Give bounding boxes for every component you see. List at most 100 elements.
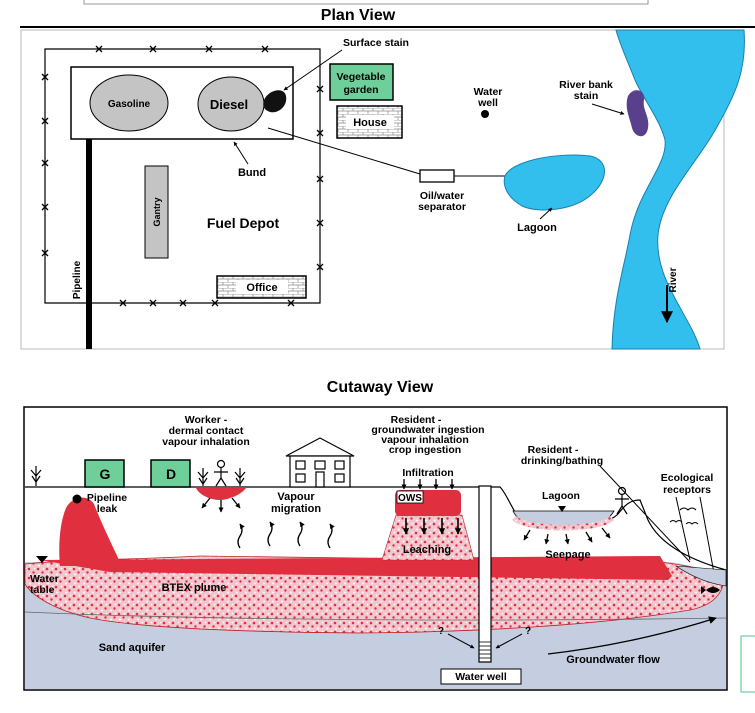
river-bank-stain-label-2: stain bbox=[574, 90, 599, 102]
gantry-label: Gantry bbox=[152, 197, 162, 226]
ows-label: OWS bbox=[398, 493, 422, 504]
resident-drinking-label-1: Resident - bbox=[528, 444, 579, 456]
river-label: River bbox=[668, 267, 679, 292]
well-question-right: ? bbox=[525, 626, 531, 637]
pipeline-leak-plume bbox=[59, 497, 122, 566]
gantry bbox=[144, 165, 169, 259]
surface-spill bbox=[196, 488, 246, 500]
groundwater-flow-arrow bbox=[547, 616, 717, 655]
lagoon-label-cut: Lagoon bbox=[542, 490, 580, 502]
house-icon bbox=[285, 437, 355, 488]
water-table-label-1: Water bbox=[30, 573, 59, 585]
water-well-label-2: well bbox=[477, 97, 498, 109]
worker-label-2: dermal contact bbox=[169, 425, 244, 437]
river-bank-stain-label-1: River bank bbox=[559, 79, 613, 91]
water-well-label-1: Water bbox=[474, 86, 503, 98]
water-well-label: Water well bbox=[455, 671, 507, 683]
resident-drinking-label-2: drinking/bathing bbox=[521, 455, 603, 467]
separator-label-1: Oil/water bbox=[420, 190, 464, 202]
resident-groundwater-label-3: vapour inhalation bbox=[381, 434, 469, 446]
lagoon-arrow bbox=[539, 207, 553, 220]
vegetable-garden-label-2: garden bbox=[343, 84, 378, 96]
seepage-label: Seepage bbox=[545, 549, 590, 561]
ground-surface bbox=[25, 486, 727, 571]
ows-label-bg bbox=[396, 490, 424, 504]
infiltration-label: Infiltration bbox=[402, 467, 453, 479]
depot-fence bbox=[44, 48, 321, 304]
leaching-label: Leaching bbox=[403, 544, 451, 556]
lagoon-label: Lagoon bbox=[517, 222, 557, 234]
resident-groundwater-label-1: Resident - bbox=[391, 414, 442, 426]
ecological-pointer-2 bbox=[675, 496, 691, 561]
pipeline-label: Pipeline bbox=[72, 260, 83, 299]
fuel-depot-label: Fuel Depot bbox=[207, 215, 280, 231]
surface-stain-label: Surface stain bbox=[343, 37, 409, 49]
surface-stain-arrow bbox=[283, 49, 343, 91]
bund-label: Bund bbox=[238, 167, 266, 179]
btex-plume-label: BTEX plume bbox=[162, 582, 227, 594]
pipeline-leak-label-1: Pipeline bbox=[87, 492, 127, 504]
ecological-label-2: receptors bbox=[663, 484, 711, 496]
fence-posts bbox=[41, 45, 324, 307]
cutaway-title: Cutaway View bbox=[327, 379, 434, 396]
tank-d-label: D bbox=[166, 466, 176, 482]
infiltration-arrows bbox=[401, 479, 455, 490]
office-label-bg bbox=[236, 280, 288, 294]
vegetable-garden-label-1: Vegetable bbox=[336, 71, 385, 83]
resident-drinking-pointer bbox=[599, 465, 691, 563]
tank-g-label: G bbox=[100, 466, 111, 482]
oil-water-separator bbox=[419, 169, 455, 183]
well-question-left: ? bbox=[438, 626, 444, 637]
separator-label-2: separator bbox=[418, 201, 466, 213]
well-arrow-left bbox=[447, 633, 475, 649]
tree-icons bbox=[30, 466, 246, 486]
tank-g bbox=[84, 459, 125, 488]
plan-title: Plan View bbox=[321, 7, 396, 24]
pipeline-leak-label-2: leak bbox=[97, 503, 118, 515]
vegetable-garden bbox=[329, 63, 394, 101]
lagoon-water-level bbox=[558, 506, 566, 512]
river bbox=[611, 29, 745, 350]
pipeline-leak-point bbox=[72, 494, 82, 504]
tank-d bbox=[150, 459, 191, 488]
sand-aquifer-label: Sand aquifer bbox=[99, 642, 166, 654]
water-table-marker bbox=[36, 556, 48, 563]
resident-groundwater-label-4: crop ingestion bbox=[389, 444, 461, 456]
water-well-casing bbox=[478, 485, 492, 663]
ecological-label-1: Ecological bbox=[661, 472, 714, 484]
worker-label-3: vapour inhalation bbox=[162, 436, 250, 448]
vapour-migration-label-2: migration bbox=[271, 503, 321, 515]
vapour-arrows bbox=[237, 521, 335, 549]
spill-arrows bbox=[201, 497, 241, 513]
river-water-cut bbox=[674, 565, 727, 587]
river-bank-stain-shape bbox=[626, 90, 649, 137]
smear-zone bbox=[40, 556, 672, 580]
office-label: Office bbox=[246, 282, 277, 294]
seepage-arrows bbox=[523, 527, 611, 545]
worker-figure-icon bbox=[214, 459, 228, 487]
lagoon-sediment bbox=[512, 516, 614, 531]
river-bank-stain-arrow bbox=[591, 103, 625, 115]
gasoline-tank bbox=[89, 74, 169, 132]
edge-fragment bbox=[740, 635, 755, 693]
fish-icon bbox=[701, 586, 720, 594]
house-label: House bbox=[353, 117, 387, 129]
top-bar-edge bbox=[83, 0, 649, 5]
aquifer-boundary bbox=[24, 611, 727, 621]
resident-figure-icon bbox=[615, 486, 629, 515]
vapour-migration-label-1: Vapour bbox=[277, 491, 315, 503]
resident-groundwater-label-2: groundwater ingestion bbox=[371, 424, 484, 436]
surface-stain-shape bbox=[263, 90, 287, 113]
water-table-label-2: table bbox=[30, 584, 55, 596]
water-well-point bbox=[481, 110, 489, 118]
bund-arrow bbox=[233, 141, 249, 165]
lagoon bbox=[503, 154, 605, 211]
well-screen bbox=[479, 641, 491, 659]
leaching-arrows bbox=[402, 518, 462, 535]
house-label-bg bbox=[346, 115, 394, 129]
drain-line bbox=[267, 127, 421, 175]
well-arrow-right bbox=[495, 633, 523, 649]
bird-icons bbox=[669, 507, 699, 525]
water-well-label-bg bbox=[440, 668, 522, 685]
